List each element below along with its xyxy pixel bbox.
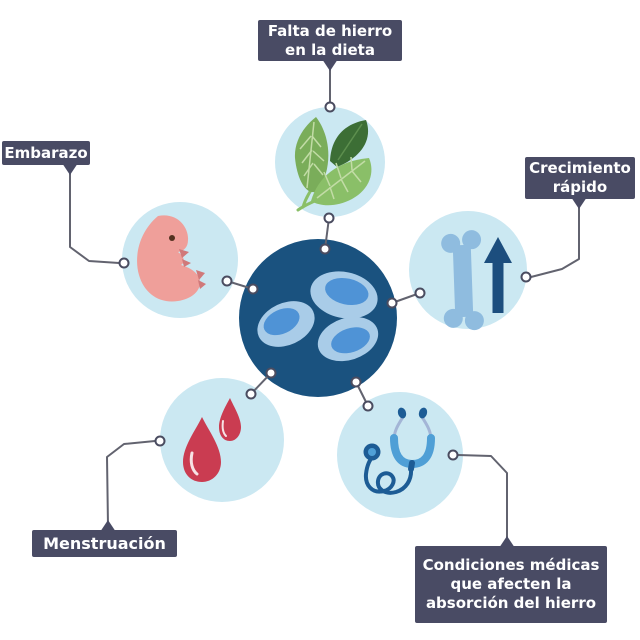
stethoscope-icon <box>363 407 435 495</box>
label-line: en la dieta <box>285 40 375 59</box>
connector-node <box>247 283 259 295</box>
label-line: Crecimiento <box>529 159 631 177</box>
menstruation-circle <box>160 378 284 502</box>
label-lines <box>69 64 580 542</box>
connector-node <box>350 376 362 388</box>
connector-node <box>414 287 426 299</box>
connector-node <box>265 367 277 379</box>
spinach-icon <box>294 117 372 212</box>
connector-node <box>323 212 335 224</box>
label-condiciones-medicas: Condiciones médicas que afecten la absor… <box>415 546 607 623</box>
label-embarazo: Embarazo <box>2 141 90 165</box>
connector-line <box>530 203 580 278</box>
label-menstruacion: Menstruación <box>32 530 177 557</box>
label-line: que afecten la <box>450 575 572 593</box>
connector-node <box>118 257 130 269</box>
connector-line <box>106 440 156 527</box>
connector-node <box>386 297 398 309</box>
connector-node <box>221 275 233 287</box>
label-falta-de-hierro: Falta de hierro en la dieta <box>258 20 402 61</box>
up-arrow-icon <box>484 237 512 313</box>
connector-nodes <box>118 101 532 461</box>
label-line: Falta de hierro <box>267 21 393 40</box>
fetus-icon <box>137 215 206 302</box>
label-line: Condiciones médicas <box>422 556 600 574</box>
connector-line <box>457 454 508 542</box>
connector-node <box>154 435 166 447</box>
red-blood-cells-icon <box>239 239 397 397</box>
label-line: Embarazo <box>4 144 88 162</box>
fetus-eye <box>169 235 175 241</box>
blood-drops-icon <box>183 398 241 482</box>
label-line: Menstruación <box>43 534 166 553</box>
label-crecimiento-rapido: Crecimiento rápido <box>525 157 635 199</box>
connector-node <box>324 101 336 113</box>
label-line: absorción del hierro <box>425 594 597 612</box>
bone-growth-arrow-icon <box>441 230 512 331</box>
connector-node <box>520 271 532 283</box>
connector-node <box>245 388 257 400</box>
connector-node <box>447 449 459 461</box>
connector-line <box>69 170 120 264</box>
label-pointers <box>62 59 587 548</box>
label-line: rápido <box>552 178 608 196</box>
connector-node <box>319 243 331 255</box>
connector-node <box>362 400 374 412</box>
